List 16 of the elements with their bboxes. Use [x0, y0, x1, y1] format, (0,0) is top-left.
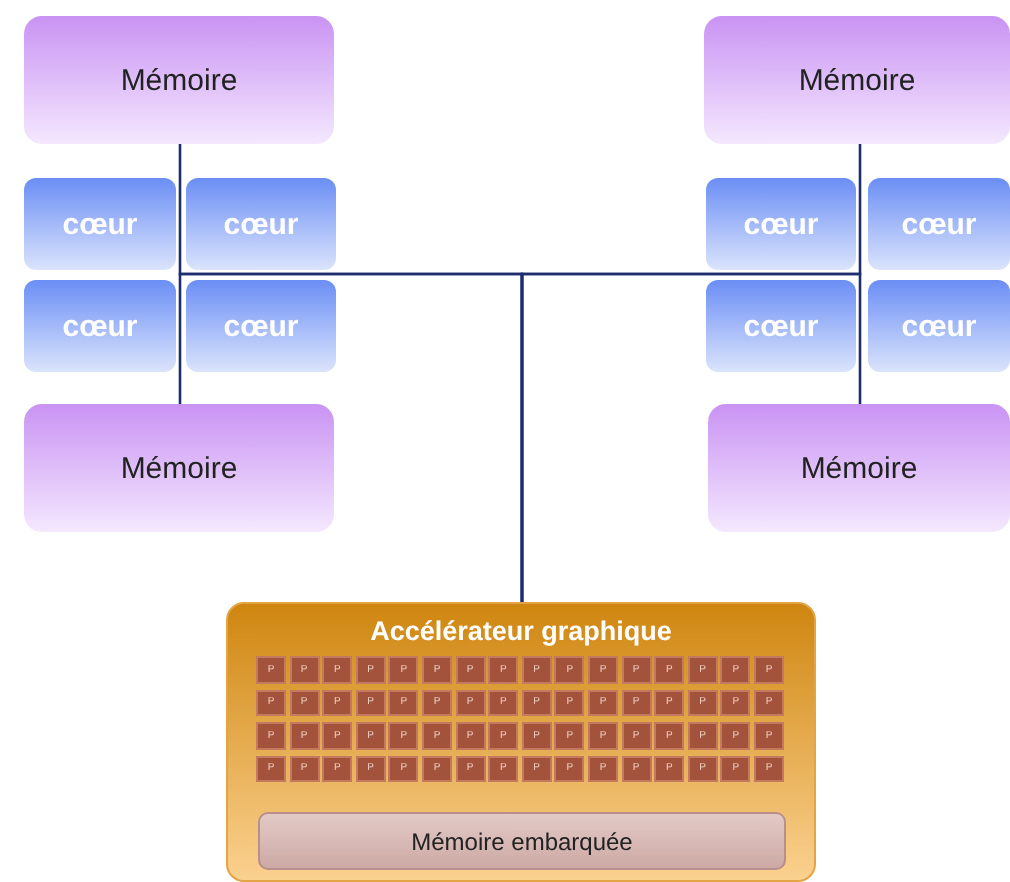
core-box: cœur	[706, 178, 856, 270]
memory-box: Mémoire	[24, 16, 334, 144]
embedded-memory-box: Mémoire embarquée	[258, 812, 786, 870]
core-box: cœur	[706, 280, 856, 372]
core-box: cœur	[24, 280, 176, 372]
core-box: cœur	[868, 280, 1010, 372]
core-box: cœur	[186, 178, 336, 270]
core-box: cœur	[868, 178, 1010, 270]
memory-box: Mémoire	[708, 404, 1010, 532]
accelerator-panel	[226, 602, 816, 882]
connector-line	[520, 272, 862, 602]
core-box: cœur	[24, 178, 176, 270]
accelerator-title: Accélérateur graphique	[368, 616, 674, 646]
core-box: cœur	[186, 280, 336, 372]
memory-box: Mémoire	[24, 404, 334, 532]
memory-box: Mémoire	[704, 16, 1010, 144]
